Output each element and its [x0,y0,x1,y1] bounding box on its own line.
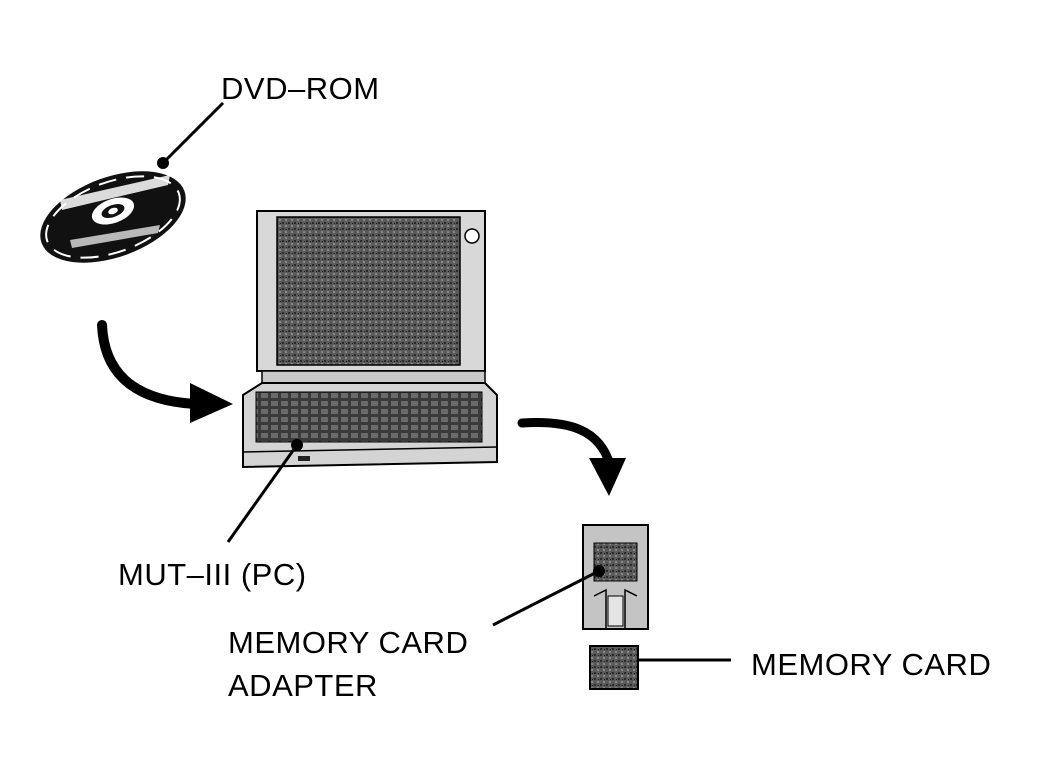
mut-pc-label: MUT–III (PC) [118,557,307,592]
curved-arrow-icon [517,418,626,496]
memory-card-adapter-icon [582,524,649,630]
dvd-disc-icon [40,171,186,263]
adapter-leader-line [492,565,605,627]
memory-card-label: MEMORY CARD [751,647,992,682]
memory-card-icon [589,645,639,690]
pc-leader-line [226,439,303,543]
laptop-icon [242,210,498,469]
dvd-rom-label: DVD–ROM [221,71,380,106]
memory-card-adapter-label-line2: ADAPTER [228,668,378,703]
memory-card-adapter-label-line1: MEMORY CARD [228,625,469,660]
dvd-leader-line [157,101,225,169]
curved-arrow-icon [97,320,233,423]
